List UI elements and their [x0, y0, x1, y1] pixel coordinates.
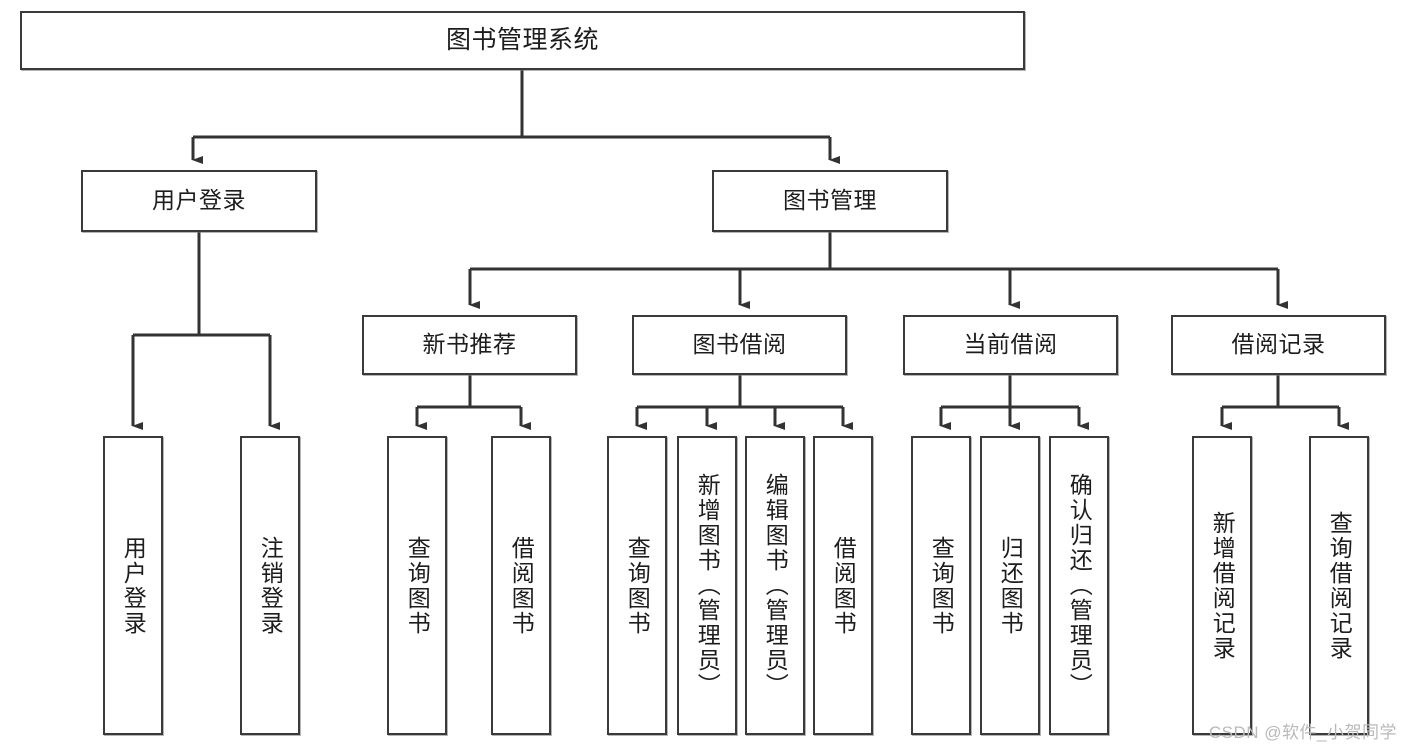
watermark-text: CSDN @软件_小贺同学 [1208, 723, 1397, 742]
node-leaf-borrow-book-recommend[interactable]: 借阅图书 [491, 436, 551, 735]
node-leaf-logout[interactable]: 注销登录 [240, 436, 300, 735]
node-current-borrow[interactable]: 当前借阅 [903, 315, 1118, 375]
node-book-borrow[interactable]: 图书借阅 [632, 315, 847, 375]
node-new-book-recommend[interactable]: 新书推荐 [362, 315, 577, 375]
node-label: 新书推荐 [422, 331, 517, 358]
node-label: 用户登录 [152, 187, 246, 214]
node-label: 图书管理 [783, 187, 877, 214]
node-label: 新增借阅记录 [1209, 510, 1236, 661]
node-leaf-add-borrow-record[interactable]: 新增借阅记录 [1192, 436, 1252, 735]
node-label: 查询图书 [624, 535, 651, 636]
node-label: 用户登录 [120, 535, 147, 636]
node-leaf-query-book-current[interactable]: 查询图书 [911, 436, 971, 735]
node-leaf-query-borrow-record[interactable]: 查询借阅记录 [1309, 436, 1369, 735]
node-label: 当前借阅 [963, 331, 1058, 358]
node-label: 图书管理系统 [445, 25, 599, 54]
node-leaf-user-login[interactable]: 用户登录 [103, 436, 163, 735]
node-label: 借阅记录 [1231, 331, 1326, 358]
node-label: 借阅图书 [508, 535, 535, 636]
node-label: 借阅图书 [830, 535, 857, 636]
node-leaf-confirm-return-admin[interactable]: 确认归还（管理员） [1049, 436, 1109, 735]
node-label: 查询借阅记录 [1326, 510, 1353, 661]
node-borrow-records[interactable]: 借阅记录 [1171, 315, 1386, 375]
node-leaf-borrow-book[interactable]: 借阅图书 [813, 436, 873, 735]
node-label: 查询图书 [404, 535, 431, 636]
node-label: 确认归还（管理员） [1066, 473, 1093, 698]
node-label: 编辑图书（管理员） [762, 473, 789, 698]
node-leaf-return-book[interactable]: 归还图书 [980, 436, 1040, 735]
node-label: 注销登录 [257, 535, 284, 636]
node-label: 图书借阅 [692, 331, 787, 358]
node-label: 新增图书（管理员） [694, 473, 721, 698]
node-book-management[interactable]: 图书管理 [712, 170, 948, 232]
node-user-login[interactable]: 用户登录 [81, 170, 317, 232]
node-root-system[interactable]: 图书管理系统 [20, 11, 1025, 70]
node-leaf-edit-book-admin[interactable]: 编辑图书（管理员） [745, 436, 805, 735]
node-label: 查询图书 [928, 535, 955, 636]
node-leaf-query-book[interactable]: 查询图书 [607, 436, 667, 735]
node-leaf-query-book-recommend[interactable]: 查询图书 [387, 436, 447, 735]
node-leaf-add-book-admin[interactable]: 新增图书（管理员） [677, 436, 737, 735]
node-label: 归还图书 [997, 535, 1024, 636]
